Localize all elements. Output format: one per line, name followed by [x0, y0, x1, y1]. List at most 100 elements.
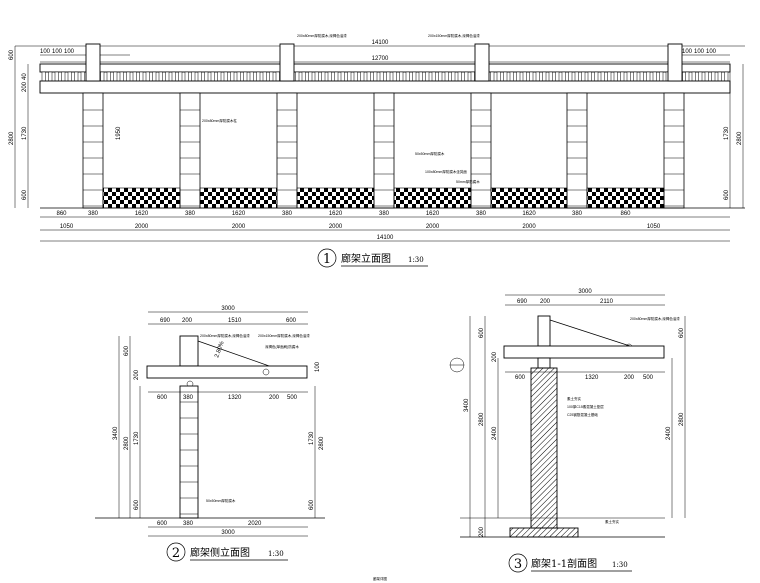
purlin-slat [321, 71, 326, 82]
footer-note: 廊架详图 [373, 576, 387, 581]
bench-panel [393, 187, 472, 209]
section-right-2800: 2800 [679, 412, 685, 426]
section-note-2: 素土夯实 [567, 396, 581, 401]
purlin-slat [555, 71, 560, 82]
purlin-slat [347, 71, 352, 82]
purlin-slat [113, 71, 118, 82]
purlin-slat [496, 71, 501, 82]
purlin-slat [360, 71, 365, 82]
purlin-slat [444, 71, 449, 82]
section-note-4: C25钢筋混凝土基础 [567, 412, 598, 417]
purlin-slat [204, 71, 209, 82]
purlin-slat [275, 71, 280, 82]
purlin-slat [373, 71, 378, 82]
beam-dim-label: 380 [88, 211, 99, 217]
purlin-slat [340, 71, 345, 82]
purlin-slat [210, 71, 215, 82]
side-dim-3400: 3400 [113, 426, 119, 440]
side-top-200: 200 [182, 318, 193, 324]
purlin-slat [145, 71, 150, 82]
purlin-slat [67, 71, 72, 82]
purlin-slat [41, 71, 46, 82]
beam-dim-label: 380 [282, 211, 293, 217]
bay-dim-label: 2000 [426, 224, 440, 230]
purlin-slat [269, 71, 274, 82]
slat-spacing-left-1: 100 [40, 49, 51, 55]
purlin-slat [724, 71, 729, 82]
section-note-1: 200x80mm厚防腐木,深褐色油漆 [630, 316, 680, 321]
purlin-slat [178, 71, 183, 82]
elevation-inner-dim-top: 12700 [372, 56, 389, 62]
elevation-total-dim-top: 14100 [372, 40, 389, 46]
beam-dim-label: 1620 [522, 211, 536, 217]
left-dim-600-bottom: 600 [22, 189, 28, 200]
section-top-690: 690 [517, 299, 528, 305]
side-beam-500: 500 [287, 395, 298, 401]
purlin-slat [412, 71, 417, 82]
elevation-view: 14100 12700 100 100 100 100 100 100 600 … [9, 33, 745, 268]
purlin-slat [503, 71, 508, 82]
side-right-2800: 2800 [319, 436, 325, 450]
left-dim-2800: 2800 [9, 131, 15, 145]
side-note-3: 深褐色(单面刷)防腐木 [265, 344, 299, 349]
side-top-600: 600 [286, 318, 297, 324]
purlin-slat [698, 71, 703, 82]
side-beam-1320: 1320 [228, 395, 242, 401]
section-dim-2800: 2800 [479, 412, 485, 426]
side-top-690: 690 [160, 318, 171, 324]
purlin-slat [100, 71, 105, 82]
section-right-600: 600 [679, 327, 685, 338]
slat-spacing-left-3: 100 [64, 49, 75, 55]
bench-panel [490, 187, 568, 209]
purlin-slat [106, 71, 111, 82]
purlin-slat [542, 71, 547, 82]
side-dim-600-bottom: 600 [134, 499, 140, 510]
purlin-slat [639, 71, 644, 82]
note-bench-1: 50x50mm厚防腐木 [415, 151, 445, 156]
purlin-slat [633, 71, 638, 82]
left-dim-200: 200 [22, 81, 28, 92]
purlin-slat [659, 71, 664, 82]
section-beam-500: 500 [643, 375, 654, 381]
section-top-2110: 2110 [600, 299, 614, 305]
side-bottom-600: 600 [157, 521, 168, 527]
note-top-2: 200x150mm厚防腐木,深褐色油漆 [428, 33, 480, 38]
purlin-slat [568, 71, 573, 82]
beam-dim-label: 380 [572, 211, 583, 217]
side-right-1730: 1730 [309, 431, 315, 445]
side-right-600: 600 [309, 499, 315, 510]
purlin-slat [366, 71, 371, 82]
section-dim-600: 600 [479, 327, 485, 338]
beam-dim-label: 860 [56, 211, 67, 217]
slat-spacing-right-3: 100 [706, 49, 717, 55]
elevation-scale: 1:30 [408, 256, 424, 264]
note-bench-2: 100x80mm厚防腐木坐凳面 [425, 169, 467, 174]
section-note-3: 100厚C15素混凝土垫层 [567, 404, 604, 409]
purlin-slat [119, 71, 124, 82]
purlin-slat [587, 71, 592, 82]
purlin-slat [126, 71, 131, 82]
side-beam-600: 600 [157, 395, 168, 401]
purlin-slat [54, 71, 59, 82]
purlin-slat [405, 71, 410, 82]
beam-dim-label: 860 [620, 211, 631, 217]
purlin-slat [399, 71, 404, 82]
section-dim-200: 200 [479, 526, 485, 537]
purlin-slat [217, 71, 222, 82]
bench-panel [102, 187, 181, 209]
purlin-slat [691, 71, 696, 82]
purlin-slat [464, 71, 469, 82]
left-dim-40: 40 [22, 73, 28, 80]
mid-dim-1950: 1950 [116, 126, 122, 140]
purlin-slat [327, 71, 332, 82]
section-right-2400: 2400 [666, 426, 672, 440]
purlin-slat [243, 71, 248, 82]
side-dim-1730: 1730 [134, 431, 140, 445]
purlin-slat [197, 71, 202, 82]
purlin-slat [139, 71, 144, 82]
purlin-slat [535, 71, 540, 82]
purlin-slat [490, 71, 495, 82]
purlin-slat [581, 71, 586, 82]
